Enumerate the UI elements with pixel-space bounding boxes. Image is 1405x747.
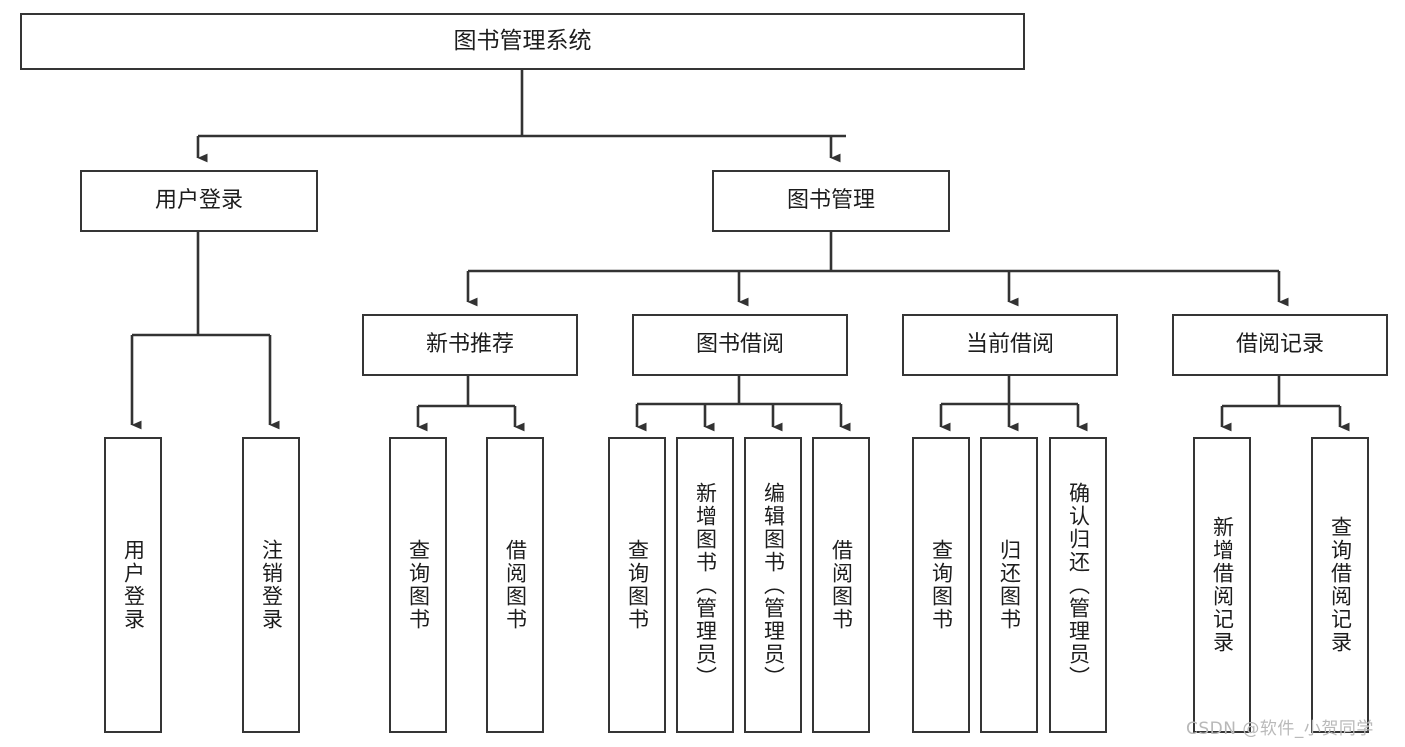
node-borrow-record-label: 借阅记录: [1235, 332, 1324, 358]
node-user-login-label: 用户登录: [154, 188, 243, 214]
node-new-book-recommend[interactable]: 新书推荐: [362, 314, 578, 376]
node-leaf-edit-book-label: 编辑图书（管理员）: [761, 481, 786, 689]
node-leaf-query-book-2[interactable]: 查询图书: [608, 437, 666, 733]
node-leaf-query-book-1-label: 查询图书: [406, 539, 431, 631]
node-leaf-return-book[interactable]: 归还图书: [980, 437, 1038, 733]
node-leaf-logout-login[interactable]: 注销登录: [242, 437, 300, 733]
node-leaf-confirm-return-label: 确认归还（管理员）: [1066, 481, 1091, 689]
node-borrow-record[interactable]: 借阅记录: [1172, 314, 1388, 376]
node-leaf-query-record[interactable]: 查询借阅记录: [1311, 437, 1369, 733]
node-leaf-add-record[interactable]: 新增借阅记录: [1193, 437, 1251, 733]
node-book-manage[interactable]: 图书管理: [712, 170, 950, 232]
node-leaf-logout-login-label: 注销登录: [259, 539, 284, 631]
node-leaf-add-record-label: 新增借阅记录: [1210, 516, 1235, 654]
node-new-book-recommend-label: 新书推荐: [425, 332, 514, 358]
node-leaf-add-book[interactable]: 新增图书（管理员）: [676, 437, 734, 733]
node-book-borrow-label: 图书借阅: [695, 332, 784, 358]
node-book-manage-label: 图书管理: [786, 188, 875, 214]
node-leaf-borrow-book-1[interactable]: 借阅图书: [486, 437, 544, 733]
node-leaf-query-record-label: 查询借阅记录: [1328, 516, 1353, 654]
node-root-label: 图书管理系统: [453, 27, 592, 54]
csdn-watermark: CSDN @软件_小贺同学: [1186, 719, 1374, 739]
node-leaf-query-book-1[interactable]: 查询图书: [389, 437, 447, 733]
node-leaf-user-login[interactable]: 用户登录: [104, 437, 162, 733]
node-current-borrow-label: 当前借阅: [965, 332, 1054, 358]
node-leaf-return-book-label: 归还图书: [997, 539, 1022, 631]
node-leaf-borrow-book-1-label: 借阅图书: [503, 539, 528, 631]
node-leaf-edit-book[interactable]: 编辑图书（管理员）: [744, 437, 802, 733]
node-current-borrow[interactable]: 当前借阅: [902, 314, 1118, 376]
node-leaf-user-login-label: 用户登录: [121, 539, 146, 631]
node-book-borrow[interactable]: 图书借阅: [632, 314, 848, 376]
node-user-login[interactable]: 用户登录: [80, 170, 318, 232]
node-leaf-confirm-return[interactable]: 确认归还（管理员）: [1049, 437, 1107, 733]
node-leaf-query-book-2-label: 查询图书: [625, 539, 650, 631]
node-leaf-borrow-book-2-label: 借阅图书: [829, 539, 854, 631]
node-root[interactable]: 图书管理系统: [20, 13, 1025, 70]
node-leaf-query-book-3[interactable]: 查询图书: [912, 437, 970, 733]
node-leaf-query-book-3-label: 查询图书: [929, 539, 954, 631]
node-leaf-add-book-label: 新增图书（管理员）: [693, 481, 718, 689]
node-leaf-borrow-book-2[interactable]: 借阅图书: [812, 437, 870, 733]
